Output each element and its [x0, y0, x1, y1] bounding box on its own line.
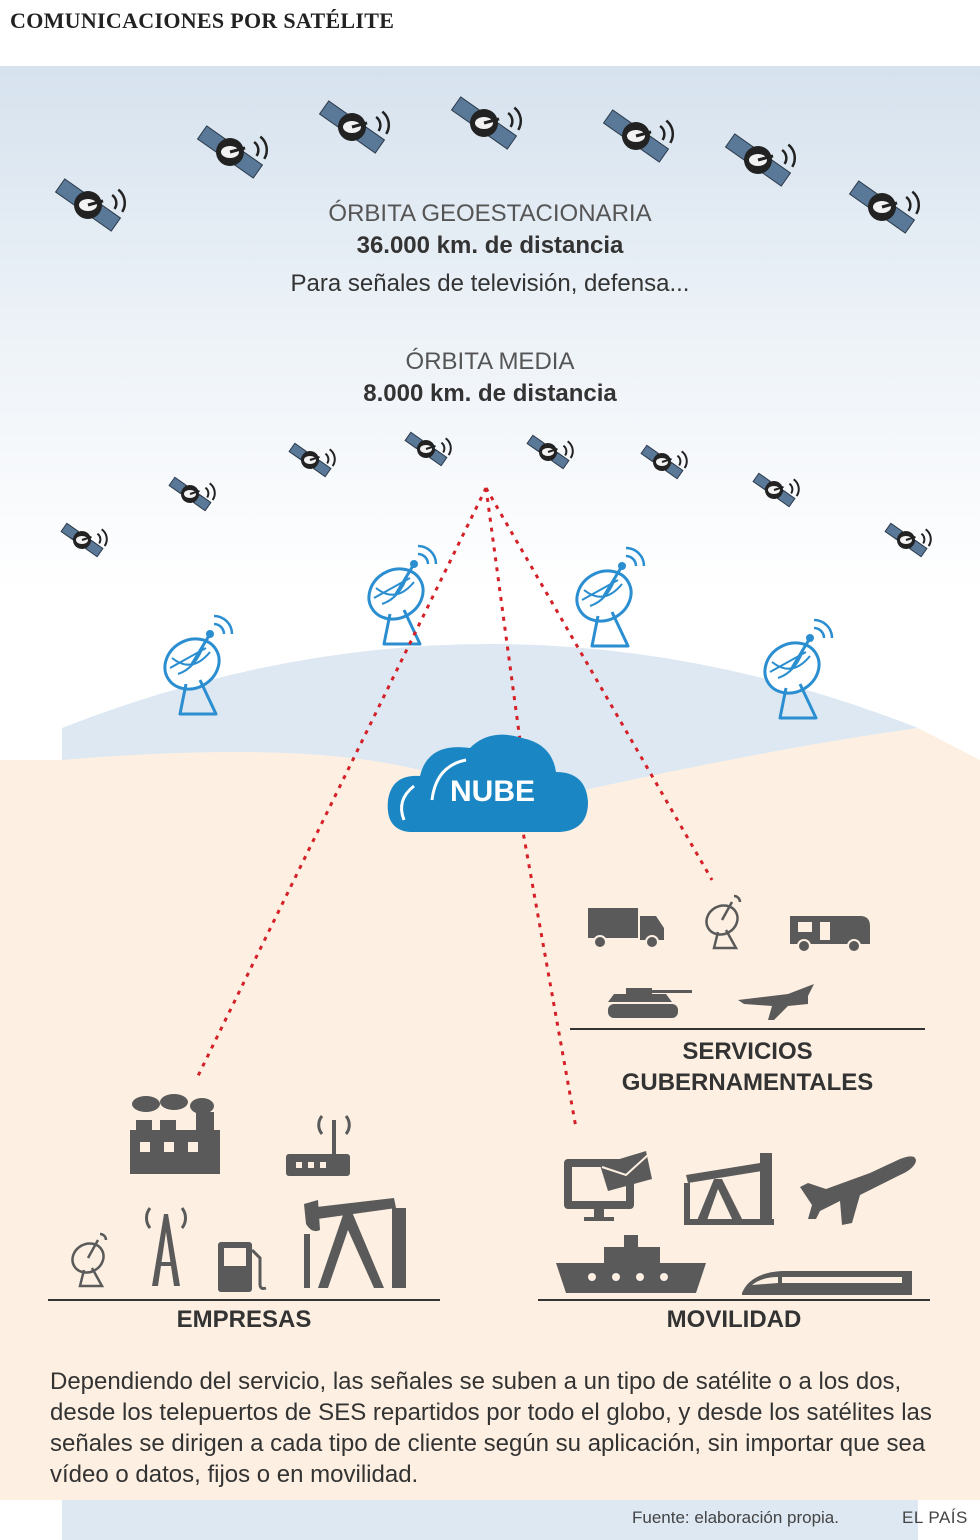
satellite-icon — [165, 463, 221, 515]
mid-orbit-name: ÓRBITA MEDIA — [405, 348, 575, 375]
business-label: EMPRESAS — [176, 1306, 312, 1333]
antenna-dish-icon — [705, 894, 742, 950]
tank-icon — [608, 988, 692, 1018]
mobility-divider — [538, 1299, 930, 1301]
government-divider — [570, 1028, 925, 1030]
radio-tower-icon — [145, 1207, 187, 1286]
antenna-dish-icon — [358, 544, 438, 646]
oil-pump-icon — [304, 1198, 406, 1288]
signal-lines — [194, 487, 714, 1129]
factory-icon — [130, 1094, 220, 1174]
router-icon — [286, 1115, 351, 1176]
description-text: Dependiendo del servicio, las señales se… — [50, 1368, 932, 1488]
geo-orbit-use: Para señales de televisión, defensa... — [290, 270, 690, 297]
satellite-icon — [401, 418, 457, 470]
network-diagram — [57, 418, 937, 1129]
geo-orbit-distance: 36.000 km. de distancia — [356, 232, 624, 259]
satellite-icon — [523, 421, 579, 473]
ship-icon — [556, 1235, 706, 1293]
antenna-dish-icon — [71, 1232, 108, 1288]
government-label-line1: SERVICIOS — [682, 1038, 813, 1065]
oil-rig-icon — [684, 1153, 774, 1225]
signal-line-mobility — [518, 814, 578, 1129]
government-icons — [588, 894, 870, 1020]
mobility-label: MOVILIDAD — [666, 1306, 802, 1333]
geo-orbit-name: ÓRBITA GEOESTACIONARIA — [328, 200, 652, 227]
government-label-line2: GUBERNAMENTALES — [621, 1069, 874, 1096]
business-divider — [48, 1299, 440, 1301]
antenna-dish-icon — [566, 546, 646, 648]
cloud-label: NUBE — [449, 775, 535, 808]
government-label: SERVICIOS GUBERNAMENTALES — [570, 1036, 925, 1098]
truck-icon — [588, 908, 664, 949]
satellite-icon — [881, 509, 937, 561]
mid-orbit-distance: 8.000 km. de distancia — [363, 380, 617, 407]
satellite-icon — [57, 509, 113, 561]
antenna-dish-icon — [154, 614, 234, 716]
train-icon — [742, 1271, 912, 1295]
fuel-pump-icon — [218, 1242, 267, 1292]
computer-mail-icon — [564, 1151, 652, 1221]
cloud-icon — [387, 734, 588, 832]
satellite-icon — [749, 459, 805, 511]
satellite-icon — [637, 431, 693, 483]
earth-surface — [0, 728, 980, 1500]
source-credit: Fuente: elaboración propia. — [632, 1508, 839, 1527]
page-title: COMUNICACIONES POR SATÉLITE — [10, 8, 395, 33]
mobility-icons — [556, 1151, 916, 1295]
business-icons — [71, 1094, 406, 1292]
signal-line-cloud — [484, 487, 522, 741]
airplane-icon — [800, 1156, 916, 1225]
brand-credit: EL PAÍS — [902, 1508, 968, 1527]
military-jet-icon — [738, 984, 814, 1020]
antenna-dish-icon — [754, 618, 834, 720]
camper-van-icon — [790, 916, 870, 953]
satellite-icon — [285, 429, 341, 481]
